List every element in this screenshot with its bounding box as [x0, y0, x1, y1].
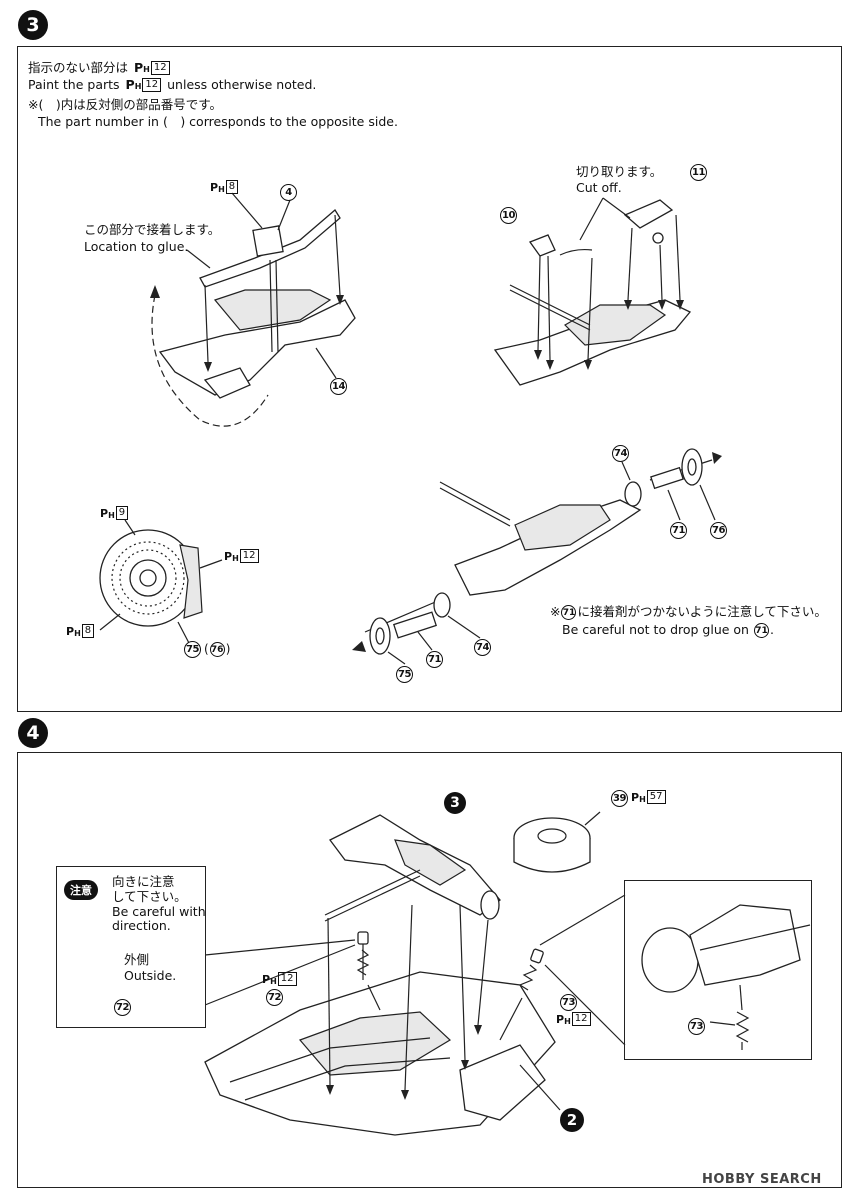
- step-3-illustration: [99, 192, 722, 665]
- glue-caution-71-en: Be careful not to drop glue on 71.: [562, 622, 774, 638]
- outside-label-en: Outside.: [124, 968, 177, 983]
- subassembly-2-badge: 2: [560, 1108, 584, 1132]
- part-76: 76: [710, 522, 727, 539]
- caution-label: 注意: [64, 880, 98, 900]
- part-71: 71: [426, 651, 443, 668]
- glue-note-jp: この部分で接着します。: [84, 222, 221, 237]
- detail-callout: [624, 880, 812, 1060]
- step-3-panel: [17, 46, 842, 712]
- direction-caution-jp-1: 向きに注意: [112, 874, 175, 889]
- outside-label-jp: 外側: [124, 952, 150, 967]
- part-74: 74: [612, 445, 629, 462]
- part-75: 75: [396, 666, 413, 683]
- part-73: 73: [688, 1018, 705, 1035]
- direction-caution-en-2: direction.: [112, 918, 171, 933]
- part-39: 39: [611, 790, 628, 807]
- opposite-part-label: (76): [204, 642, 231, 657]
- subassembly-3-badge: 3: [444, 792, 466, 814]
- part-74: 74: [474, 639, 491, 656]
- cutoff-note-en: Cut off.: [576, 180, 622, 195]
- part-75: 75: [184, 641, 201, 658]
- step-3-badge: 3: [18, 10, 48, 40]
- part-72: 72: [266, 989, 283, 1006]
- part-4: 4: [280, 184, 297, 201]
- step-4-badge: 4: [18, 718, 48, 748]
- part-71: 71: [670, 522, 687, 539]
- direction-caution-en-1: Be careful with: [112, 904, 206, 919]
- cutoff-note-jp: 切り取ります。: [576, 164, 663, 179]
- part-72: 72: [114, 999, 131, 1016]
- opposite-note-jp: ※( )内は反対側の部品番号です。: [28, 97, 222, 112]
- glue-note-en: Location to glue.: [84, 239, 189, 254]
- part-73: 73: [560, 994, 577, 1011]
- part-14: 14: [330, 378, 347, 395]
- part-11: 11: [690, 164, 707, 181]
- part-10: 10: [500, 207, 517, 224]
- direction-caution-jp-2: して下さい。: [112, 889, 187, 904]
- step-4-panel: [17, 752, 842, 1188]
- hobby-search-watermark: HOBBY SEARCH: [702, 1172, 822, 1187]
- opposite-note-en: The part number in ( ) corresponds to th…: [38, 114, 398, 129]
